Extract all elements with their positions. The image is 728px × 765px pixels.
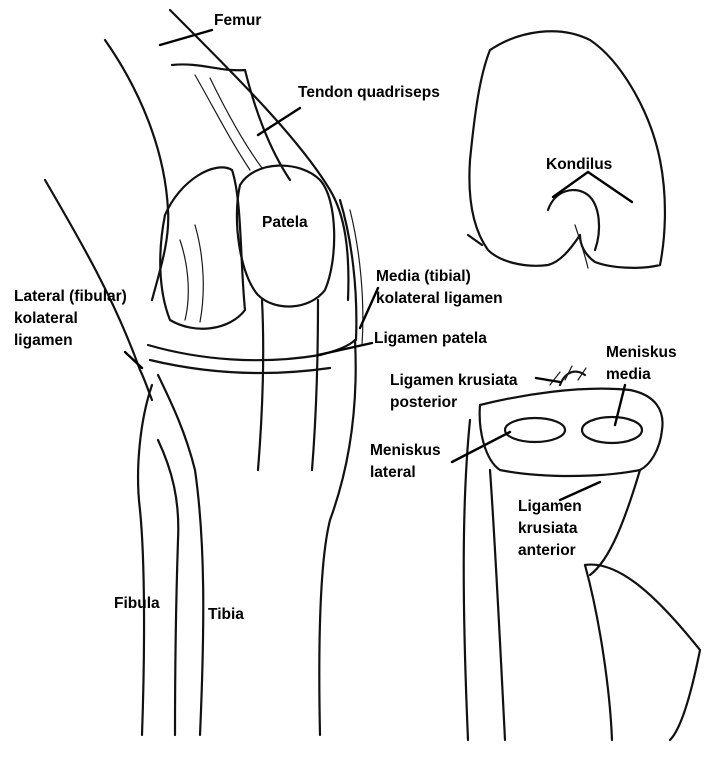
femur-condyle-view [466, 30, 667, 269]
quadriceps-leader [256, 106, 302, 137]
label-kondilus: Kondilus [546, 156, 613, 173]
joint-line [146, 338, 357, 362]
label-ligamen-krusiata-posterior: Ligamen krusiata posterior [390, 372, 518, 411]
kondilus-leader-left [551, 170, 590, 199]
femur-shaft-right [168, 8, 350, 302]
condyle-outline [468, 30, 667, 269]
label-lateral-collateral: Lateral (fibular) kolateral ligamen [14, 288, 127, 349]
anterior-leader [558, 480, 602, 502]
meniskus-media-leader [613, 383, 627, 427]
tibia-shape [156, 373, 205, 737]
kondilus-leader-right [586, 170, 634, 204]
medial-meniscus-shape [580, 415, 644, 445]
knee-front-view [43, 8, 364, 737]
posterior-leader [534, 376, 562, 384]
lateral-meniscus-shape [503, 416, 567, 444]
quadriceps-tendon [170, 63, 292, 182]
label-ligamen-patela: Ligamen patela [374, 330, 487, 347]
media-collateral-leader [358, 286, 380, 330]
leader-lines [123, 28, 634, 502]
label-media-collateral: Media (tibial) kolateral ligamen [376, 268, 503, 307]
meniskus-lateral-leader [450, 430, 512, 464]
medial-collateral-band [338, 198, 358, 342]
label-patela: Patela [262, 214, 308, 231]
label-fibula: Fibula [114, 595, 160, 612]
label-meniskus-lateral: Meniskus lateral [370, 442, 441, 481]
femur-leader [158, 28, 214, 47]
label-femur: Femur [214, 12, 262, 29]
femur-shaft-left [103, 38, 170, 302]
ligamen-patela-leader [316, 341, 374, 357]
label-meniskus-media: Meniskus media [606, 344, 677, 383]
lateral-collateral-band [43, 178, 154, 402]
patellar-ligament [256, 298, 265, 472]
plateau-outline [478, 387, 664, 478]
patella-shape [235, 164, 336, 308]
lateral-collateral-leader [123, 350, 144, 370]
label-tibia: Tibia [208, 606, 244, 623]
tibial-plateau-view [462, 365, 702, 742]
label-ligamen-krusiata-anterior: Ligamen krusiata anterior [518, 498, 582, 559]
label-tendon-quadriseps: Tendon quadriseps [298, 84, 440, 101]
fibula-shape [136, 383, 154, 737]
